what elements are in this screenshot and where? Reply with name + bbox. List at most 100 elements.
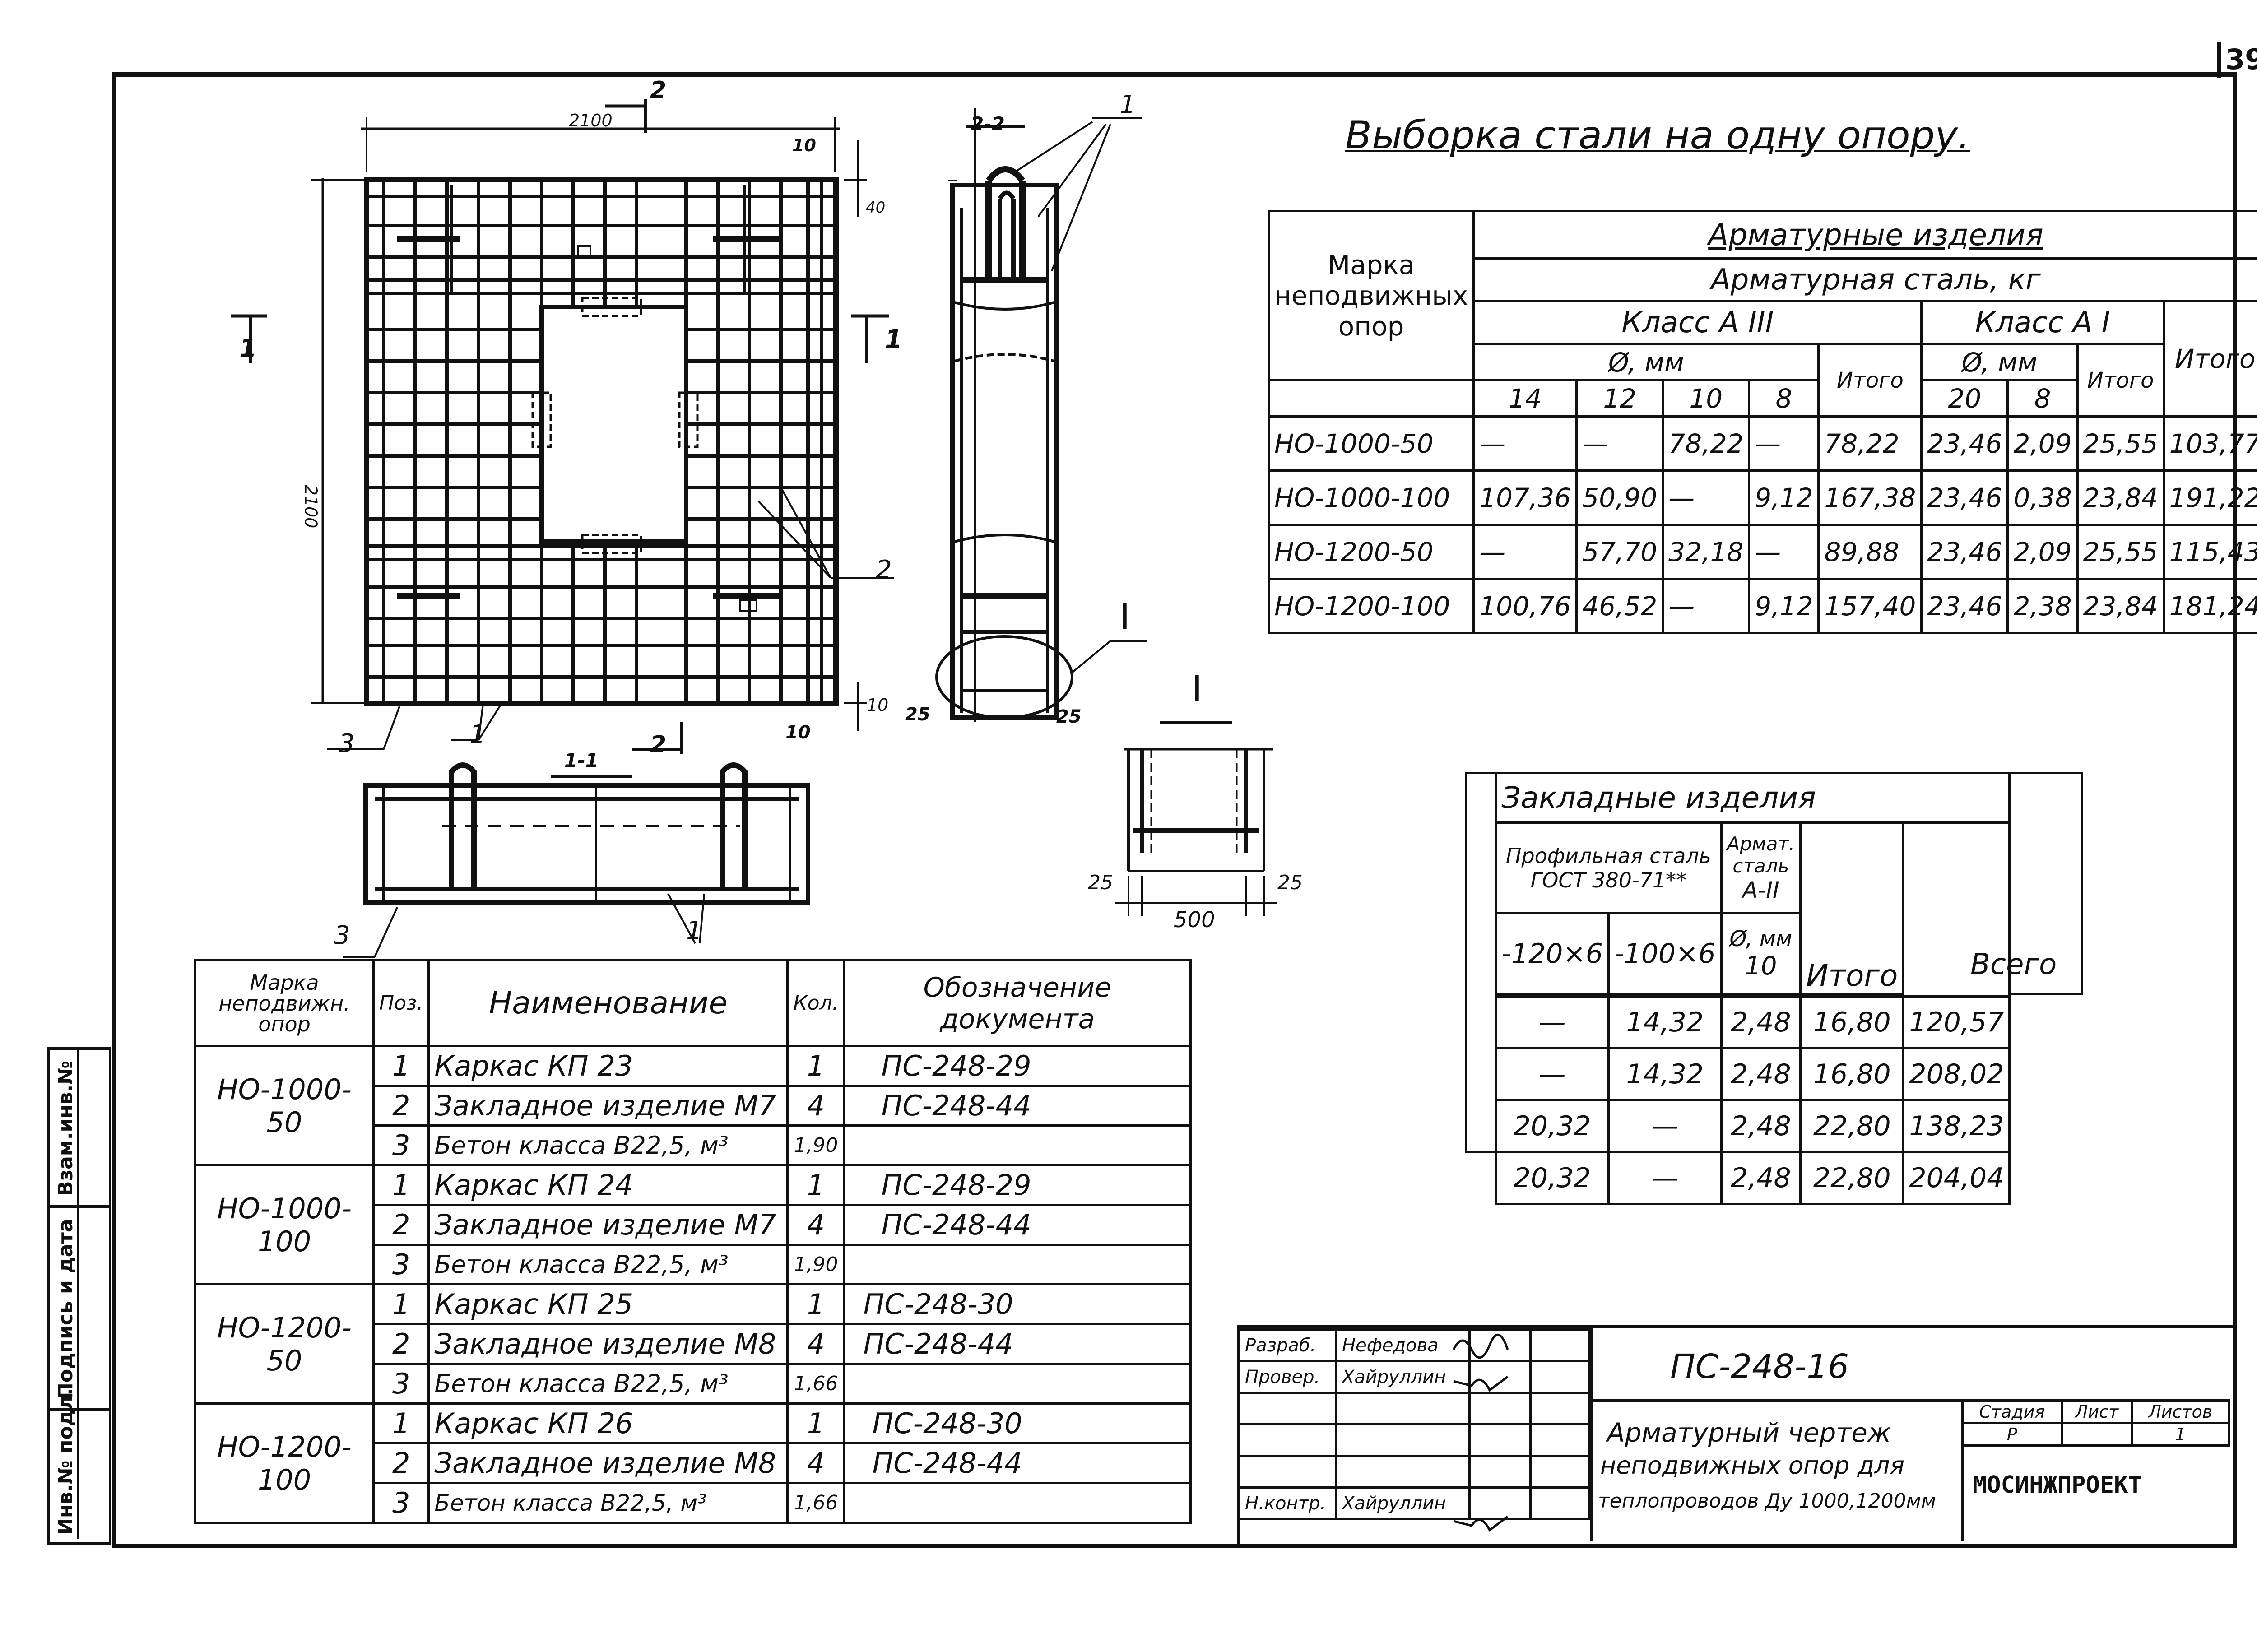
stamp-empty <box>1468 1423 1532 1457</box>
spec-cell-name: Каркас КП 24 <box>427 1164 789 1206</box>
stamp-date <box>1529 1486 1590 1520</box>
spec-cell-qty: 1,66 <box>786 1363 845 1405</box>
stamp-empty <box>1238 1455 1337 1489</box>
spec-cell-pos: 1 <box>372 1164 430 1206</box>
stamp-empty <box>1335 1455 1471 1489</box>
embed-cell: — <box>1495 1047 1610 1101</box>
table-row: 3 Бетон класса В22,5, м³ 1,66 <box>195 1482 1192 1524</box>
section-2-2-drawing <box>935 108 1147 722</box>
title-block <box>1237 1325 2233 1545</box>
detail-I-drawing <box>1115 721 1277 916</box>
spec-cell-doc <box>843 1124 1192 1166</box>
spec-cell-doc: ПС-248-44 <box>843 1442 1192 1484</box>
steel-table-title: Выборка стали на одну опору. <box>1345 113 1970 158</box>
cut-label-1-left: 1 <box>239 334 257 363</box>
steel-cell: 25,55 <box>2076 415 2165 472</box>
embed-cell: — <box>1607 1151 1723 1205</box>
stamp-empty <box>1529 1392 1590 1425</box>
embed-h-p100: -100×6 <box>1607 912 1723 995</box>
steel-cell: 50,90 <box>1575 469 1664 526</box>
side-stamp <box>47 1047 111 1545</box>
dim-25-right: 25 <box>1056 706 1082 727</box>
steel-cell-mark: НО-1200-50 <box>1267 524 1475 580</box>
embed-h-blank <box>2008 772 2083 995</box>
detail-I-title: I <box>1192 668 1203 710</box>
stamp-role: Провер. <box>1238 1360 1337 1394</box>
spec-cell-name: Бетон класса В22,5, м³ <box>427 1363 789 1405</box>
embed-h-diam: Ø, мм 10 <box>1720 912 1802 995</box>
spec-cell-doc <box>843 1482 1192 1524</box>
dim-25-detail-right: 25 <box>1277 871 1303 894</box>
table-row: НО-1200-50 — 57,70 32,18 — 89,88 23,46 2… <box>1267 524 2257 580</box>
embed-h-d10: 10 <box>1745 951 1777 981</box>
side-stamp-divider <box>47 1408 111 1411</box>
stamp-signature <box>1468 1360 1532 1394</box>
table-row: НО-1200-50 1 Каркас КП 25 1 ПС-248-30 <box>194 1283 1192 1405</box>
spec-cell-pos: 2 <box>372 1442 430 1484</box>
spec-cell-pos: 1 <box>372 1045 430 1087</box>
steel-cell: 46,52 <box>1575 578 1664 634</box>
embed-cell: 2,48 <box>1720 1099 1802 1153</box>
spec-cell-pos: 2 <box>372 1085 430 1127</box>
section-2-2-callout-1: 1 <box>1119 90 1136 120</box>
steel-cell: 23,46 <box>1920 578 2009 634</box>
spec-cell-name: Закладное изделие М7 <box>427 1204 789 1246</box>
stage-table: Стадия Лист Листов Р 1 <box>1961 1399 2230 1447</box>
embed-cell: 2,48 <box>1720 1047 1802 1101</box>
table-row: 2 Закладное изделие М8 4 ПС-248-44 <box>195 1442 1192 1484</box>
dim-10-bottom: 10 <box>785 722 811 743</box>
steel-col-8: 8 <box>1748 379 1820 418</box>
embed-cell: — <box>1607 1099 1723 1153</box>
callout-3: 3 <box>339 729 355 758</box>
embed-h-armat: Армат. сталь А-II <box>1720 821 1802 914</box>
steel-cell: — <box>1748 524 1820 580</box>
steel-cell: 23,84 <box>2076 578 2165 634</box>
steel-cell-total: 181,24 <box>2162 578 2257 634</box>
spec-cell-pos: 2 <box>372 1204 430 1246</box>
side-stamp-divider <box>77 1047 79 1539</box>
steel-cell: — <box>1472 524 1578 580</box>
spec-cell-doc: ПС-248-29 <box>843 1164 1192 1206</box>
embed-h-vsego: Всего <box>1970 948 2057 981</box>
steel-cell-mark: НО-1200-100 <box>1267 578 1475 634</box>
spec-cell-doc: ПС-248-30 <box>843 1402 1192 1444</box>
table-row: 2 Закладное изделие М7 4 ПС-248-44 <box>195 1204 1192 1246</box>
spec-cell-qty: 1 <box>786 1045 845 1087</box>
sheets-label: Листов <box>2131 1399 2230 1424</box>
steel-cell-total: 115,43 <box>2162 524 2257 580</box>
side-stamp-signature: Подпись и дата <box>54 1219 77 1399</box>
stamp-empty <box>1238 1423 1337 1457</box>
steel-col-10: 10 <box>1662 379 1751 418</box>
embed-cell: 14,32 <box>1607 995 1723 1049</box>
spec-cell-qty: 4 <box>786 1204 845 1246</box>
spec-cell-pos: 3 <box>372 1363 430 1405</box>
steel-col-14: 14 <box>1472 379 1578 418</box>
table-row: 3 Бетон класса В22,5, м³ 1,66 <box>195 1363 1192 1405</box>
embed-h-p120: -120×6 <box>1495 912 1610 995</box>
side-stamp-divider <box>47 1205 111 1208</box>
steel-mark-spacer <box>1267 379 1475 418</box>
steel-cell: 78,22 <box>1817 415 1923 472</box>
section-1-1-callout-3: 3 <box>334 921 350 950</box>
drawing-code: ПС-248-16 <box>1670 1347 1849 1386</box>
table-row: НО-1000-100 107,36 50,90 — 9,12 167,38 2… <box>1267 469 2257 526</box>
stamp-signature <box>1468 1486 1532 1520</box>
steel-cell-total: 103,77 <box>2162 415 2257 472</box>
callout-2: 2 <box>876 555 892 585</box>
steel-cell: 23,84 <box>2076 469 2165 526</box>
stamp-empty <box>1468 1455 1532 1489</box>
spec-cell-doc: ПС-248-44 <box>843 1204 1192 1246</box>
stamp-empty <box>1335 1392 1471 1425</box>
spec-cell-doc: ПС-248-29 <box>843 1045 1192 1087</box>
spec-cell-pos: 3 <box>372 1124 430 1166</box>
embed-cell: — <box>1495 995 1610 1049</box>
spec-cell-qty: 1,90 <box>786 1124 845 1166</box>
title-block-vertical <box>1590 1328 1593 1541</box>
dim-10-top: 10 <box>792 135 816 155</box>
plan-drawing <box>231 99 894 754</box>
table-row: 2 Закладное изделие М8 4 ПС-248-44 <box>195 1323 1192 1365</box>
stage-label: Стадия <box>1961 1399 2063 1424</box>
steel-cell: 0,38 <box>2006 469 2079 526</box>
cut-label-2-bottom: 2 <box>650 731 667 758</box>
steel-h-class1: Класс А I <box>1920 300 2165 345</box>
